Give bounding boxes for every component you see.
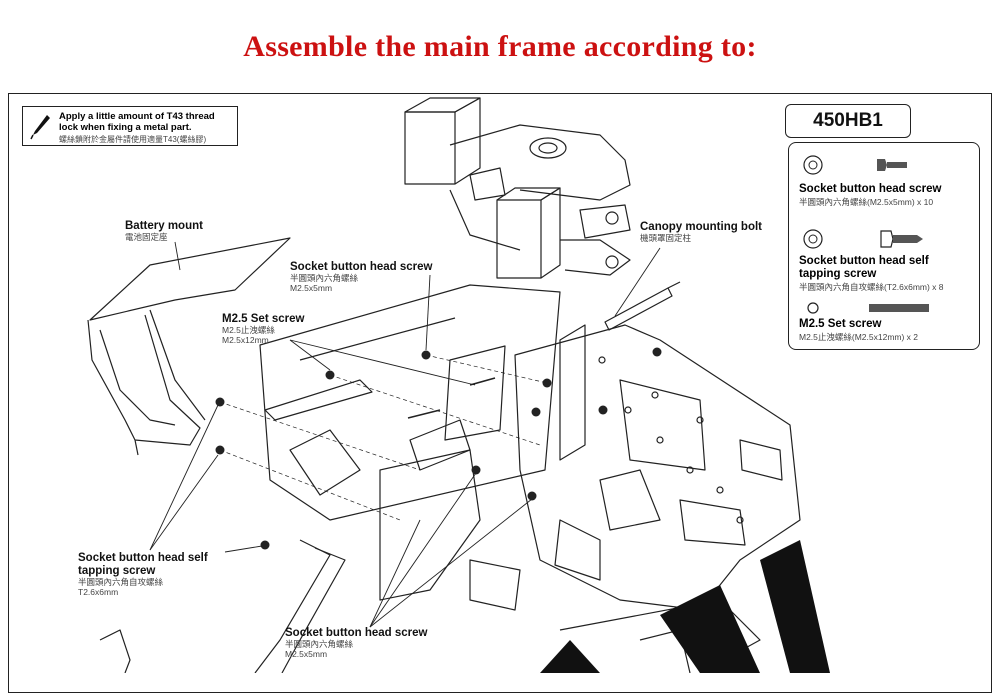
- tip-line-1: Apply a little amount of T43 thread: [59, 111, 215, 122]
- callout-en: Socket button head screw: [290, 261, 433, 273]
- parts-kit-panel: Socket button head screw 半圓頭內六角螺絲(M2.5x5…: [788, 142, 980, 350]
- kit-item-zh: 半圓頭內六角螺絲(M2.5x5mm) x 10: [799, 197, 934, 208]
- kit-code: 450HB1: [785, 104, 911, 138]
- kit-item-zh: M2.5止洩螺絲(M2.5x12mm) x 2: [799, 332, 919, 343]
- left-frame-plate: [259, 284, 561, 521]
- callout-zh: 電池固定座: [125, 232, 168, 243]
- callout-socket-screw-top: Socket button head screw 半圓頭內六角螺絲 M2.5x5…: [290, 261, 433, 294]
- right-frame-plate: [514, 324, 801, 611]
- tip-zh: 螺絲鎖附於金屬件請使用適量T43(螺絲膠): [59, 135, 207, 144]
- kit-item-self-tapping: Socket button head self tapping screw 半圓…: [799, 255, 944, 293]
- screws: [215, 347, 662, 550]
- canopy-bolt: [604, 281, 681, 331]
- servo-assembly: [404, 97, 631, 279]
- callout-canopy-bolt: Canopy mounting bolt 機頭罩固定柱: [640, 221, 762, 244]
- watermark-stripes: [540, 540, 830, 673]
- callout-en: Socket button head self: [78, 552, 208, 564]
- leader-lines: [149, 241, 661, 628]
- assembly-guides: [219, 354, 548, 521]
- callout-en: Socket button head screw: [285, 627, 428, 639]
- callout-battery-mount: Battery mount 電池固定座: [125, 220, 203, 243]
- button-screw-icon: [803, 155, 907, 175]
- exploded-frame-drawing: [87, 97, 830, 673]
- callout-en: Canopy mounting bolt: [640, 221, 763, 233]
- set-screws: [407, 377, 496, 419]
- thread-lock-tip: Apply a little amount of T43 thread lock…: [22, 106, 238, 146]
- callout-zh: M2.5止洩螺絲: [222, 325, 275, 336]
- callout-zh: 半圓頭內六角螺絲: [290, 273, 359, 284]
- callout-self-tapping-screw: Socket button head self tapping screw 半圓…: [78, 552, 208, 598]
- callout-spec: M2.5x12mm: [222, 334, 269, 345]
- kit-item-set-screw: M2.5 Set screw M2.5止洩螺絲(M2.5x12mm) x 2: [799, 318, 918, 343]
- callout-spec: M2.5x5mm: [290, 282, 333, 293]
- tip-line-2: lock when fixing a metal part.: [59, 122, 192, 134]
- callout-zh: 半圓頭內六角螺絲: [285, 639, 354, 650]
- kit-item-name-2: tapping screw: [799, 268, 877, 281]
- battery-mount: [87, 237, 291, 456]
- callout-zh: 機頭罩固定柱: [640, 233, 692, 244]
- callout-en-2: tapping screw: [78, 565, 156, 578]
- callout-spec: M2.5x5mm: [285, 648, 328, 659]
- kit-item-name: Socket button head screw: [799, 183, 942, 195]
- kit-item-name: Socket button head self: [799, 255, 929, 267]
- callout-spec: T2.6x6mm: [78, 587, 119, 598]
- kit-item-socket-screw: Socket button head screw 半圓頭內六角螺絲(M2.5x5…: [799, 183, 942, 208]
- lower-frame: [99, 449, 761, 673]
- set-screw-icon: [807, 302, 929, 314]
- tip-text: Apply a little amount of T43 thread lock…: [59, 111, 215, 134]
- callout-socket-screw-bottom: Socket button head screw 半圓頭內六角螺絲 M2.5x5…: [285, 627, 428, 660]
- self-tapping-screw-icon: [803, 229, 923, 249]
- callout-en: M2.5 Set screw: [222, 313, 305, 325]
- callout-en: Battery mount: [125, 220, 203, 232]
- callout-set-screw: M2.5 Set screw M2.5止洩螺絲 M2.5x12mm: [222, 313, 304, 346]
- kit-item-name: M2.5 Set screw: [799, 318, 882, 330]
- kit-item-zh: 半圓頭內六角自攻螺絲(T2.6x6mm) x 8: [799, 282, 944, 293]
- callout-zh: 半圓頭內六角自攻螺絲: [78, 577, 164, 588]
- pen-icon: [30, 115, 50, 140]
- page-title: Assemble the main frame according to:: [243, 30, 757, 63]
